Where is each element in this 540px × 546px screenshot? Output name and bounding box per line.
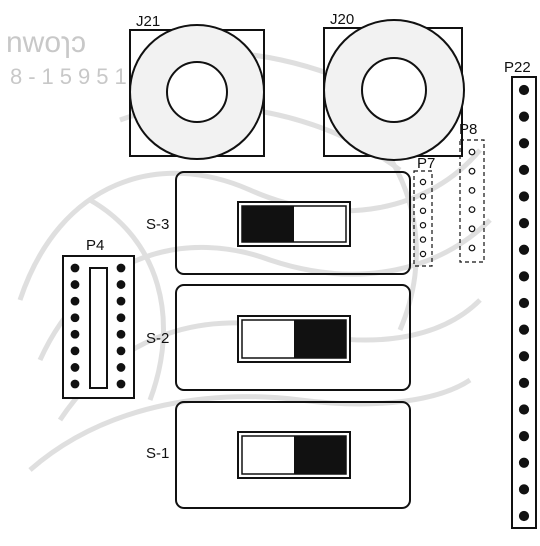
p7-pin [419,236,427,243]
p22-pin [518,84,530,96]
p22-pin [518,244,530,255]
p7-pin [419,250,427,258]
switch-s1-frame [175,401,411,509]
switch-s2-frame [175,284,411,391]
p22-pin [518,377,530,388]
switch-s2-label: S-2 [146,330,169,347]
p4-center-slot [89,267,108,389]
p8-pins [468,148,476,252]
p8-pin [468,244,476,252]
p4-pin [116,263,126,273]
p4-pin [70,296,80,306]
p7-pin [419,221,427,229]
p7-pins [419,178,427,258]
p22-pin [518,484,530,495]
switch-s2-knob [294,320,346,358]
p8-pin [468,206,476,214]
p4-pin [70,313,80,323]
p4-pin [116,379,126,389]
p22-pin [518,218,530,229]
p7-header: P7 [413,155,435,267]
p22-pin [518,164,530,175]
p22-pin [518,297,530,309]
p4-pin [116,329,126,339]
p4-pin [70,329,80,339]
p7-pin [419,207,427,214]
switch-s3-frame [175,171,411,275]
p4-pin [116,363,126,372]
switch-s1: S-1 [146,401,411,509]
p8-pin [468,148,476,156]
p8-pin [468,225,476,233]
p22-pin [518,138,530,149]
p4-pin [116,313,126,323]
p8-header: P8 [459,121,485,263]
p22-pin [518,324,530,335]
p7-pin [419,193,427,200]
p4-pin [70,379,80,389]
j21-inner-hole [166,61,228,123]
p22-pin [518,457,530,468]
p4-pin [116,280,126,289]
j21-connector: J21 [129,13,265,160]
switch-s3: S-3 [146,171,411,275]
p8-pin [468,186,476,194]
p22-pin [518,271,530,282]
switch-s3-label: S-3 [146,216,169,233]
p22-pin [518,404,530,415]
p8-label: P8 [459,121,477,138]
p4-pin [116,296,126,306]
switch-s1-knob [294,436,346,474]
switch-s1-label: S-1 [146,445,169,462]
p7-label: P7 [417,155,435,172]
p7-pin [419,178,427,186]
p4-pins [70,263,126,389]
p22-pin [518,431,530,442]
p22-pin [518,191,530,202]
background-text-top: nwoɿɔ [6,26,86,59]
p4-pin [70,280,80,289]
p4-pin [116,346,126,356]
switch-s2: S-2 [146,284,411,391]
p8-pin [468,167,476,175]
p4-header: P4 [62,237,135,399]
p22-pin [518,111,530,122]
p4-pin [70,263,80,273]
p22-label: P22 [504,59,531,76]
j20-connector: J20 [323,11,465,161]
p22-pin [518,510,530,522]
p22-header: P22 [504,59,537,529]
j21-label: J21 [136,13,160,30]
p4-pin [70,363,80,372]
j20-inner-hole [361,57,427,123]
p4-label: P4 [86,237,104,254]
p4-pin [70,346,80,356]
p22-pins [518,84,530,522]
p22-pin [518,351,530,362]
switch-s3-knob [242,206,294,242]
j20-label: J20 [330,11,354,28]
